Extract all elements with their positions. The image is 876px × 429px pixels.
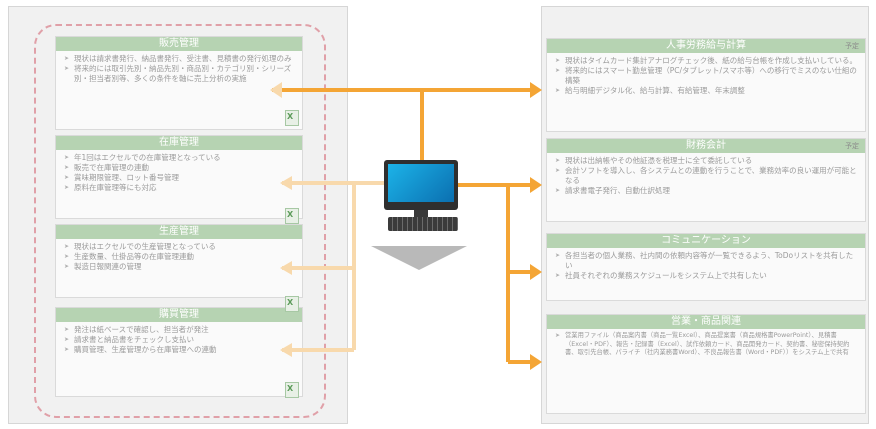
list-item: 将来的には取引先別・納品先別・商品別・カテゴリ別・シリーズ別・担当者別等、多くの… [64, 64, 296, 84]
monitor-screen [388, 164, 454, 202]
computer-monitor-icon [384, 160, 458, 217]
planned-tag: 予定 [845, 142, 859, 150]
card-hr-payroll: 人事労務給与計算 予定 現状はタイムカード集計アナログチェック後、紙の給与台帳を作… [546, 38, 866, 132]
excel-file-icon [285, 296, 299, 312]
excel-file-icon [285, 208, 299, 224]
card-title-text: 人事労務給与計算 [666, 40, 746, 51]
card-title: コミュニケーション [547, 234, 865, 248]
arrow-head [270, 82, 282, 98]
list-item: 将来的にはスマート勤怠管理（PC/タブレット/スマホ等）への移行でミスのない仕組… [555, 66, 859, 86]
list-item: 現状はタイムカード集計アナログチェック後、紙の給与台帳を作成し支払いしている。 [555, 56, 859, 66]
down-arrow-icon [371, 246, 467, 270]
card-title-text: コミュニケーション [661, 235, 751, 246]
list-item: 現状はエクセルでの生産管理となっている [64, 242, 296, 252]
arrow-head [280, 343, 292, 357]
arrow-head [280, 176, 292, 190]
arrow-head [530, 354, 542, 370]
monitor-stand [414, 210, 428, 217]
card-title: 財務会計 予定 [547, 139, 865, 153]
list-item: 購買管理、生産管理から在庫管理への連動 [64, 345, 296, 355]
excel-file-icon [285, 382, 299, 398]
list-item: 各担当者の個人業務、社内間の依頼内容等が一覧できるよう、ToDoリストを共有した… [555, 251, 859, 271]
excel-file-icon [285, 110, 299, 126]
list-item: 発注は紙ベースで確認し、担当者が発注 [64, 325, 296, 335]
arrow-head [530, 264, 542, 280]
list-item: 社員それぞれの業務スケジュールをシステム上で共有したい [555, 271, 859, 281]
planned-tag: 予定 [845, 42, 859, 50]
list-item: 給与明細デジタル化、給与計算、有給管理、年末調整 [555, 86, 859, 96]
list-item: 会計ソフトを導入し、各システムとの連動を行うことで、業務効率の良い運用が可能とな… [555, 166, 859, 186]
card-title: 販売管理 [56, 37, 302, 51]
dashed-group-outline [34, 24, 326, 418]
arrow-head [280, 261, 292, 275]
card-production-management: 生産管理 現状はエクセルでの生産管理となっている 生産数量、仕掛品等の在庫管理連… [55, 224, 303, 298]
card-title: 在庫管理 [56, 136, 302, 150]
card-title: 人事労務給与計算 予定 [547, 39, 865, 53]
card-title-text: 財務会計 [686, 140, 726, 151]
list-item: 原料在庫管理等にも対応 [64, 183, 296, 193]
list-item: 製造日報関連の管理 [64, 262, 296, 272]
card-sales-management: 販売管理 現状は請求書発行、納品書発行、受注書、見積書の発行処理のみ 将来的には… [55, 36, 303, 130]
keyboard-icon [388, 217, 458, 231]
list-item: 現状は請求書発行、納品書発行、受注書、見積書の発行処理のみ [64, 54, 296, 64]
card-title: 生産管理 [56, 225, 302, 239]
list-item: 現状は出納帳やその他証憑を税理士に全て委託している [555, 156, 859, 166]
card-title: 営業・商品関連 [547, 315, 865, 329]
card-sales-product: 営業・商品関連 営業用ファイル（商品案内書（商品一覧Excel）、商品提案書（商… [546, 314, 866, 414]
card-communication: コミュニケーション 各担当者の個人業務、社内間の依頼内容等が一覧できるよう、To… [546, 233, 866, 301]
arrow-head [530, 177, 542, 193]
card-title-text: 営業・商品関連 [671, 316, 741, 327]
list-item: 賞味期限管理、ロット番号管理 [64, 173, 296, 183]
card-financial-accounting: 財務会計 予定 現状は出納帳やその他証憑を税理士に全て委託している 会計ソフトを導… [546, 138, 866, 222]
arrow-head [530, 82, 542, 98]
list-item: 年1回はエクセルでの在庫管理となっている [64, 153, 296, 163]
card-inventory-management: 在庫管理 年1回はエクセルでの在庫管理となっている 販売で在庫管理の連動 賞味期… [55, 135, 303, 219]
list-item: 販売で在庫管理の連動 [64, 163, 296, 173]
list-item: 生産数量、仕掛品等の在庫管理連動 [64, 252, 296, 262]
list-item: 営業用ファイル（商品案内書（商品一覧Excel）、商品提案書（商品規格書Powe… [555, 332, 859, 358]
list-item: 請求書電子発行、自動仕訳処理 [555, 186, 859, 196]
card-title: 購買管理 [56, 308, 302, 322]
list-item: 請求書と納品書をチェックし支払い [64, 335, 296, 345]
